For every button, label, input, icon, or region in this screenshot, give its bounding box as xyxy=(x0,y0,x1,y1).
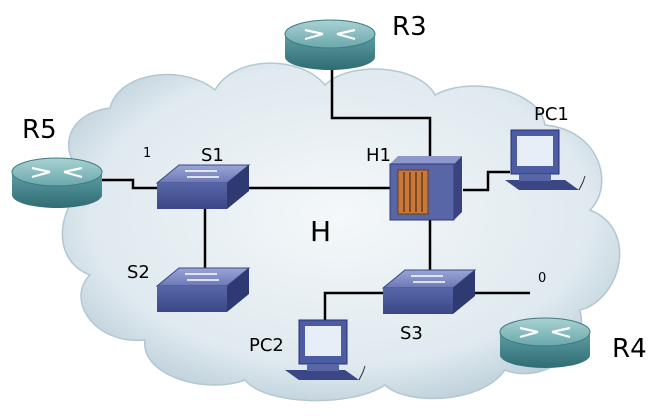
switch-s3[interactable] xyxy=(381,269,477,314)
link-h1-pc1 xyxy=(463,170,510,192)
monitor-screen-icon xyxy=(517,136,553,166)
router-r5[interactable] xyxy=(11,157,103,208)
port-label-r5-s1: 1 xyxy=(143,146,152,161)
pc-pc1-label: PC1 xyxy=(534,104,569,125)
router-arrows-icon xyxy=(31,166,83,179)
hub-h1[interactable] xyxy=(389,156,462,221)
switch-arrows-icon xyxy=(411,275,445,283)
switch-s3-label: S3 xyxy=(400,323,423,344)
switch-s1-label: S1 xyxy=(201,145,224,166)
router-r4[interactable] xyxy=(499,317,591,368)
router-arrows-icon xyxy=(519,326,571,339)
lan-cloud xyxy=(61,62,621,402)
monitor-screen-icon xyxy=(305,326,341,356)
segment-label: H xyxy=(310,215,332,248)
link-r5-s1 xyxy=(100,178,160,190)
port-label-s3-r4: 0 xyxy=(538,271,547,286)
router-r5-label: R5 xyxy=(22,115,57,145)
router-r3[interactable] xyxy=(284,19,376,70)
hub-panel-icon xyxy=(397,169,429,215)
switch-arrows-icon xyxy=(185,170,219,178)
switch-s2-label: S2 xyxy=(127,262,150,283)
pc-pc1[interactable] xyxy=(505,129,586,191)
router-arrows-icon xyxy=(304,28,356,41)
router-r4-label: R4 xyxy=(612,334,647,364)
switch-arrows-icon xyxy=(185,273,219,281)
switch-s2[interactable] xyxy=(155,267,251,312)
pc-pc2[interactable] xyxy=(285,319,366,381)
link-r3-h1 xyxy=(330,70,432,158)
links xyxy=(100,70,530,322)
router-r3-label: R3 xyxy=(392,12,427,42)
link-s3-pc2 xyxy=(323,291,385,322)
pc-pc2-label: PC2 xyxy=(249,335,284,356)
hub-h1-label: H1 xyxy=(366,145,391,166)
switch-s1[interactable] xyxy=(155,164,251,209)
